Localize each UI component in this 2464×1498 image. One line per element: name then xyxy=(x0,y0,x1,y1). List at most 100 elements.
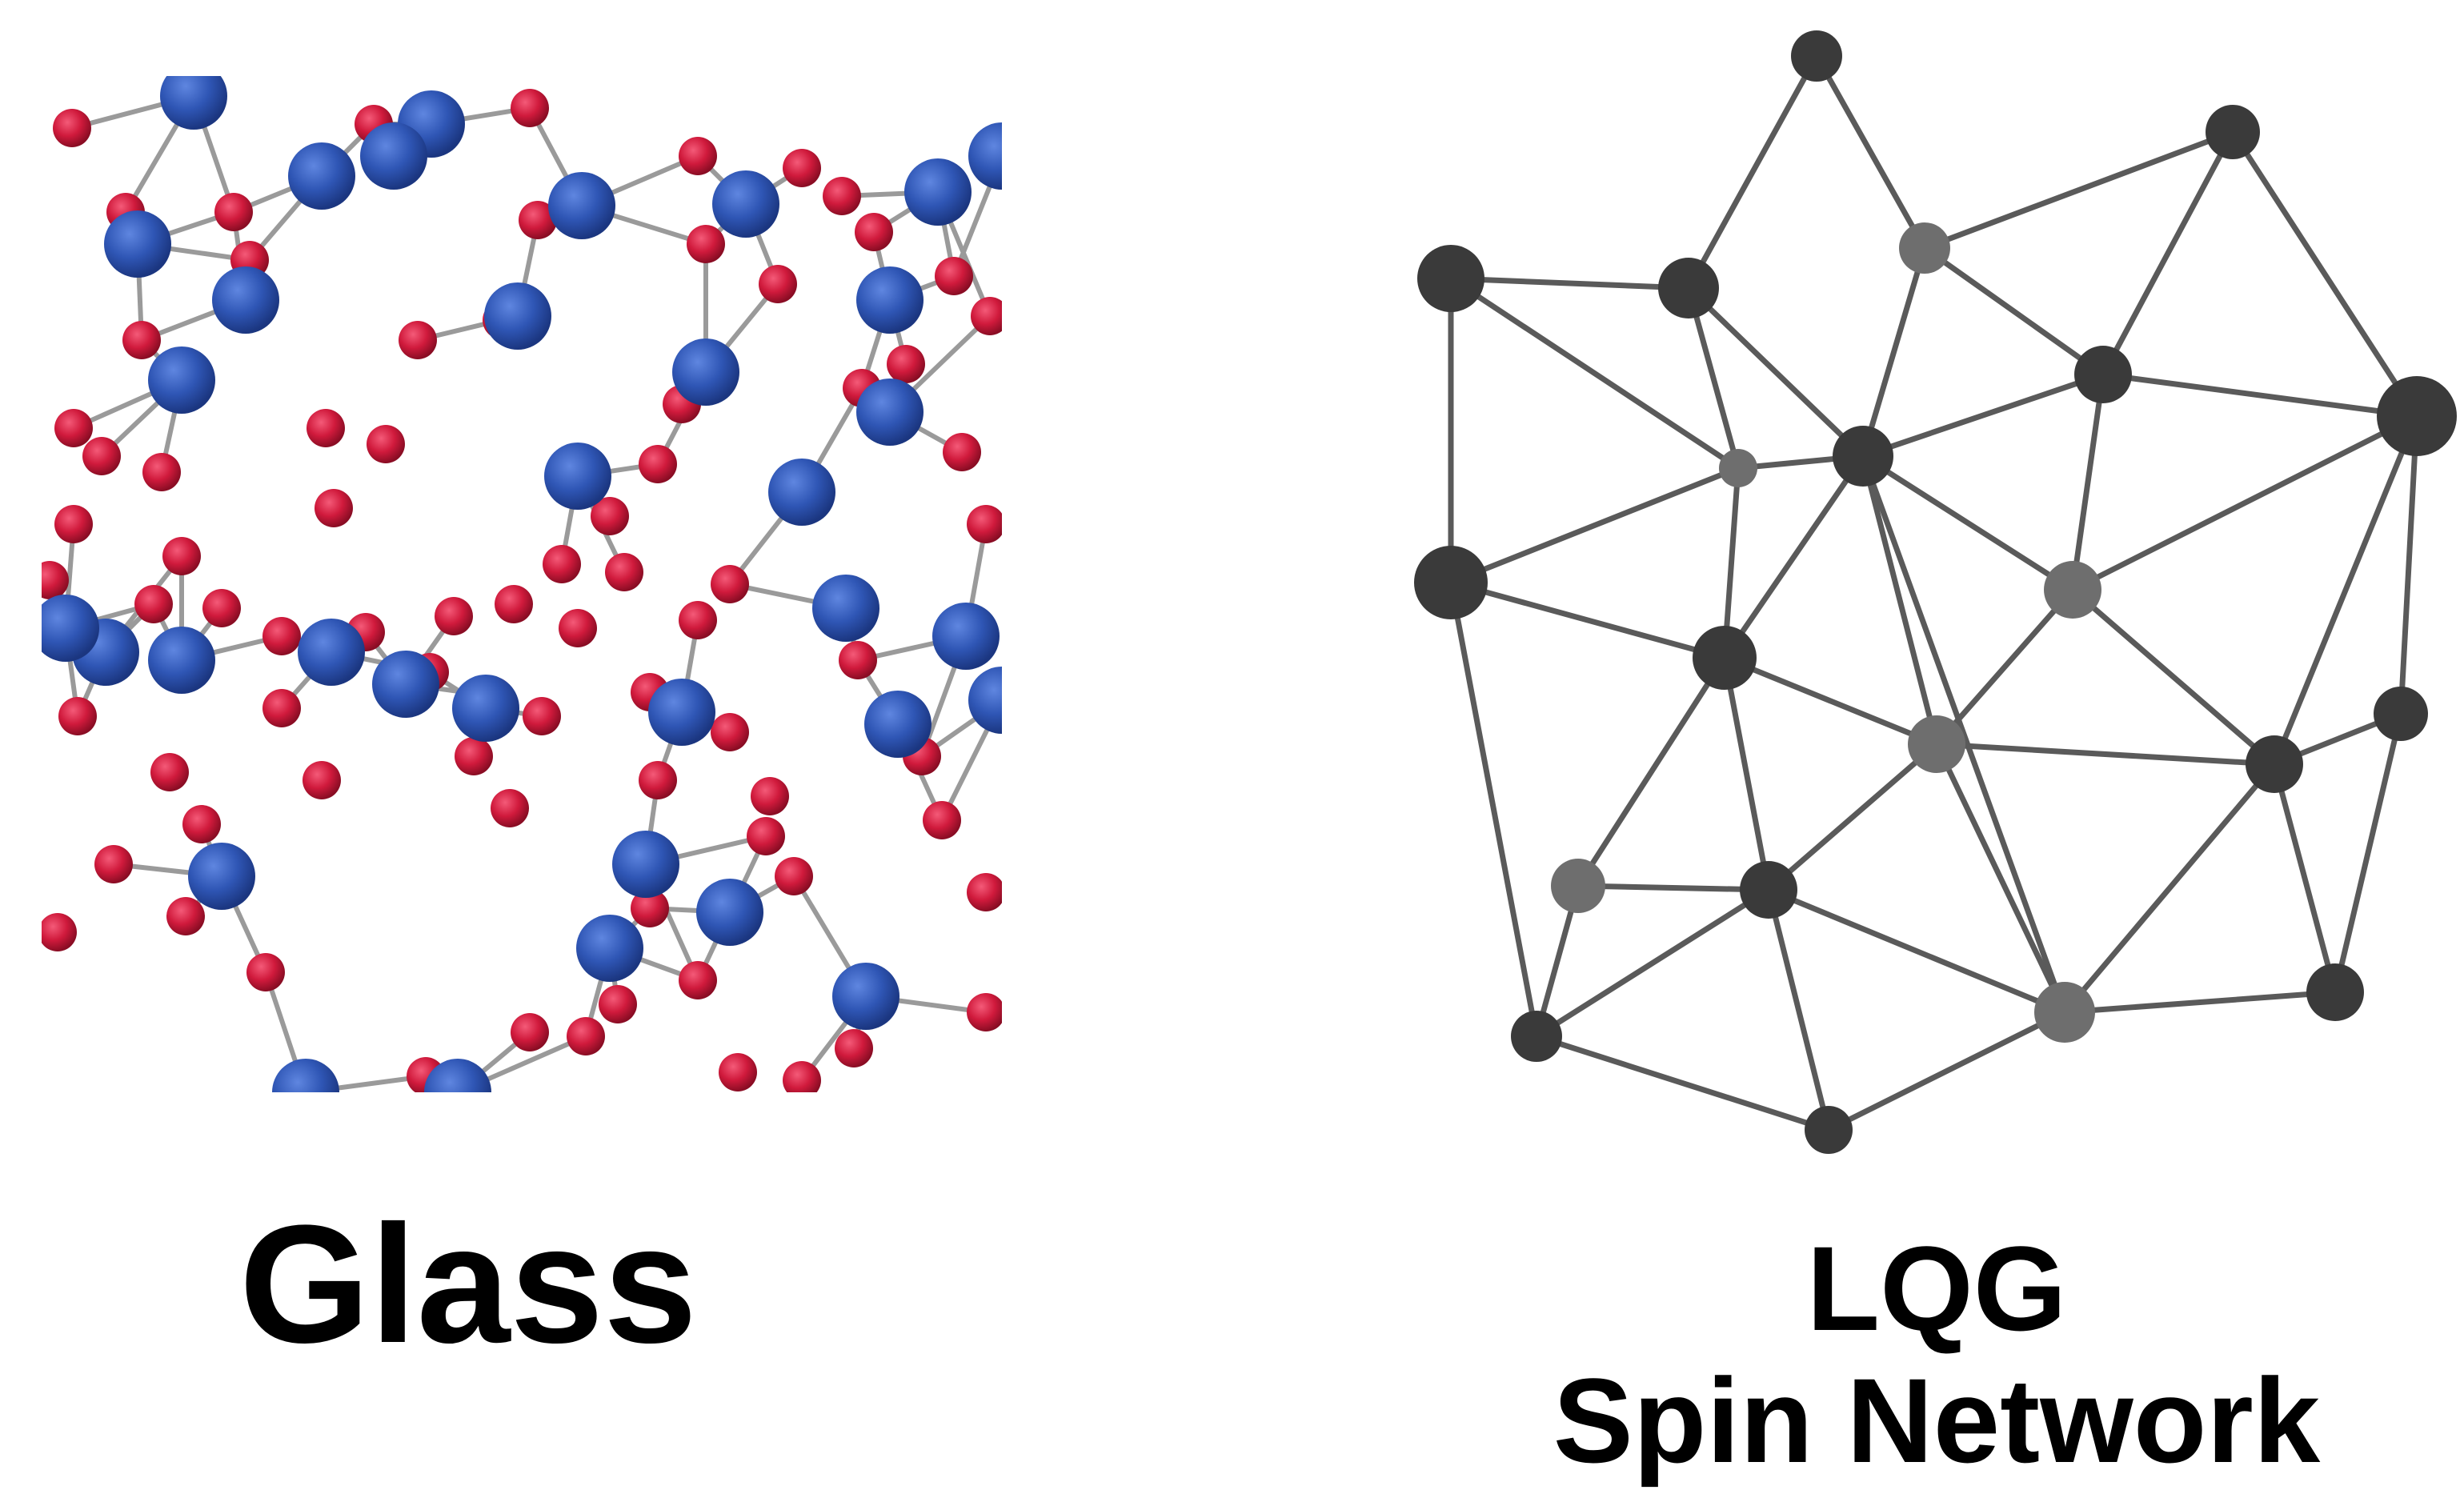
glass-oxygen-atom xyxy=(751,777,789,815)
glass-oxygen-atom xyxy=(134,585,173,623)
glass-oxygen-atom xyxy=(54,409,93,447)
glass-oxygen-atom xyxy=(967,873,1002,911)
glass-silicon-atom xyxy=(904,158,972,226)
glass-silicon-atom xyxy=(548,172,615,239)
glass-oxygen-atom xyxy=(162,537,201,575)
glass-silicon-atom xyxy=(544,443,611,510)
glass-oxygen-atom xyxy=(943,433,981,471)
spin-network-link xyxy=(1575,655,1728,889)
glass-oxygen-atom xyxy=(302,761,341,799)
glass-oxygen-atom xyxy=(150,753,189,791)
spin-network-link xyxy=(1448,579,1540,1039)
glass-oxygen-atom xyxy=(523,697,561,735)
glass-oxygen-atom xyxy=(639,445,677,483)
glass-oxygen-atom xyxy=(639,761,677,799)
glass-silicon-atom xyxy=(856,266,923,334)
glass-oxygen-atom xyxy=(719,1053,757,1091)
spin-network-link xyxy=(1921,245,2106,378)
spin-network-link xyxy=(1860,453,2068,1015)
glass-oxygen-atom xyxy=(543,545,581,583)
glass-oxygen-atom xyxy=(711,565,749,603)
glass-silicon-atom xyxy=(832,963,899,1030)
spin-network-node xyxy=(2206,105,2260,159)
spin-network-node xyxy=(1417,245,1484,312)
glass-atoms xyxy=(42,76,1002,1092)
glass-caption: Glass xyxy=(238,1190,698,1378)
spin-network-link xyxy=(1765,741,1940,893)
glass-oxygen-atom xyxy=(262,617,301,655)
glass-oxygen-atom xyxy=(399,321,437,359)
glass-silicon-atom xyxy=(576,915,643,982)
glass-oxygen-atom xyxy=(783,1061,821,1092)
glass-silicon-atom xyxy=(712,170,779,238)
spin-network-node xyxy=(1791,30,1842,82)
spin-network-link xyxy=(1721,655,1772,893)
spin-network-link xyxy=(2230,129,2420,419)
glass-oxygen-atom xyxy=(605,553,643,591)
glass-silicon-atom xyxy=(288,142,355,210)
glass-oxygen-atom xyxy=(202,589,241,627)
glass-oxygen-atom xyxy=(82,437,121,475)
glass-oxygen-atom xyxy=(687,225,725,263)
spin-network-node xyxy=(2044,561,2101,619)
glass-silicon-atom xyxy=(696,879,763,946)
glass-oxygen-atom xyxy=(935,257,973,295)
spin-network-link xyxy=(1721,453,1866,661)
glass-oxygen-atom xyxy=(823,177,861,215)
glass-oxygen-atom xyxy=(511,1013,549,1051)
glass-oxygen-atom xyxy=(455,737,493,775)
glass-silicon-atom xyxy=(272,1059,339,1092)
spin-network-link xyxy=(1765,887,2068,1015)
glass-oxygen-atom xyxy=(783,149,821,187)
glass-silicon-atom xyxy=(148,627,215,694)
glass-oxygen-atom xyxy=(923,801,961,839)
glass-silicon-atom xyxy=(360,122,427,190)
glass-oxygen-atom xyxy=(519,201,557,239)
spin-network-node xyxy=(2034,982,2095,1043)
spin-network-link xyxy=(1860,245,1928,459)
glass-oxygen-atom xyxy=(54,505,93,543)
glass-oxygen-atom xyxy=(94,845,133,883)
glass-oxygen-atom xyxy=(679,137,717,175)
spin-network-edges xyxy=(1448,53,2420,1133)
spin-network-link xyxy=(1721,655,1940,747)
spin-network-link xyxy=(2100,129,2236,378)
spin-network-node xyxy=(1805,1106,1853,1154)
glass-oxygen-atom xyxy=(166,897,205,935)
glass-oxygen-atom xyxy=(591,497,629,535)
glass-silicon-atom xyxy=(148,346,215,414)
glass-oxygen-atom xyxy=(971,297,1002,335)
glass-silicon-atom xyxy=(968,122,1002,190)
glass-silicon-atom xyxy=(298,619,365,686)
spin-network-link xyxy=(2332,711,2404,995)
glass-oxygen-atom xyxy=(711,713,749,751)
glass-silicon-atom xyxy=(648,679,715,746)
spin-network-link xyxy=(1448,275,1741,471)
glass-oxygen-atom xyxy=(747,817,785,855)
glass-oxygen-atom xyxy=(887,345,925,383)
glass-oxygen-atom xyxy=(58,697,97,735)
glass-silicon-atom xyxy=(768,459,835,526)
spin-network-link xyxy=(1933,741,2068,1015)
spin-network-link xyxy=(2069,371,2106,593)
glass-silicon-atom xyxy=(160,76,227,130)
spin-network-node xyxy=(1414,546,1488,619)
glass-silicon-atom xyxy=(672,338,739,406)
spin-network-link xyxy=(1685,53,1820,291)
spin-network-link xyxy=(1825,1009,2068,1133)
glass-oxygen-atom xyxy=(967,993,1002,1031)
spin-network-link xyxy=(1933,741,2278,767)
spin-network-link xyxy=(1921,129,2236,251)
spin-network-node xyxy=(1899,222,1950,274)
spin-network-link xyxy=(1860,371,2106,459)
spin-network-link xyxy=(2398,413,2420,717)
spin-network-link xyxy=(2271,761,2338,995)
spin-network-link xyxy=(1448,579,1728,661)
glass-silicon-atom xyxy=(188,843,255,910)
spin-network-link xyxy=(2069,413,2420,593)
glass-silicon-atom xyxy=(424,1059,491,1092)
glass-oxygen-atom xyxy=(246,953,285,991)
glass-oxygen-atom xyxy=(679,601,717,639)
glass-network-illustration xyxy=(42,76,1002,1092)
spin-network-node xyxy=(2246,735,2303,793)
